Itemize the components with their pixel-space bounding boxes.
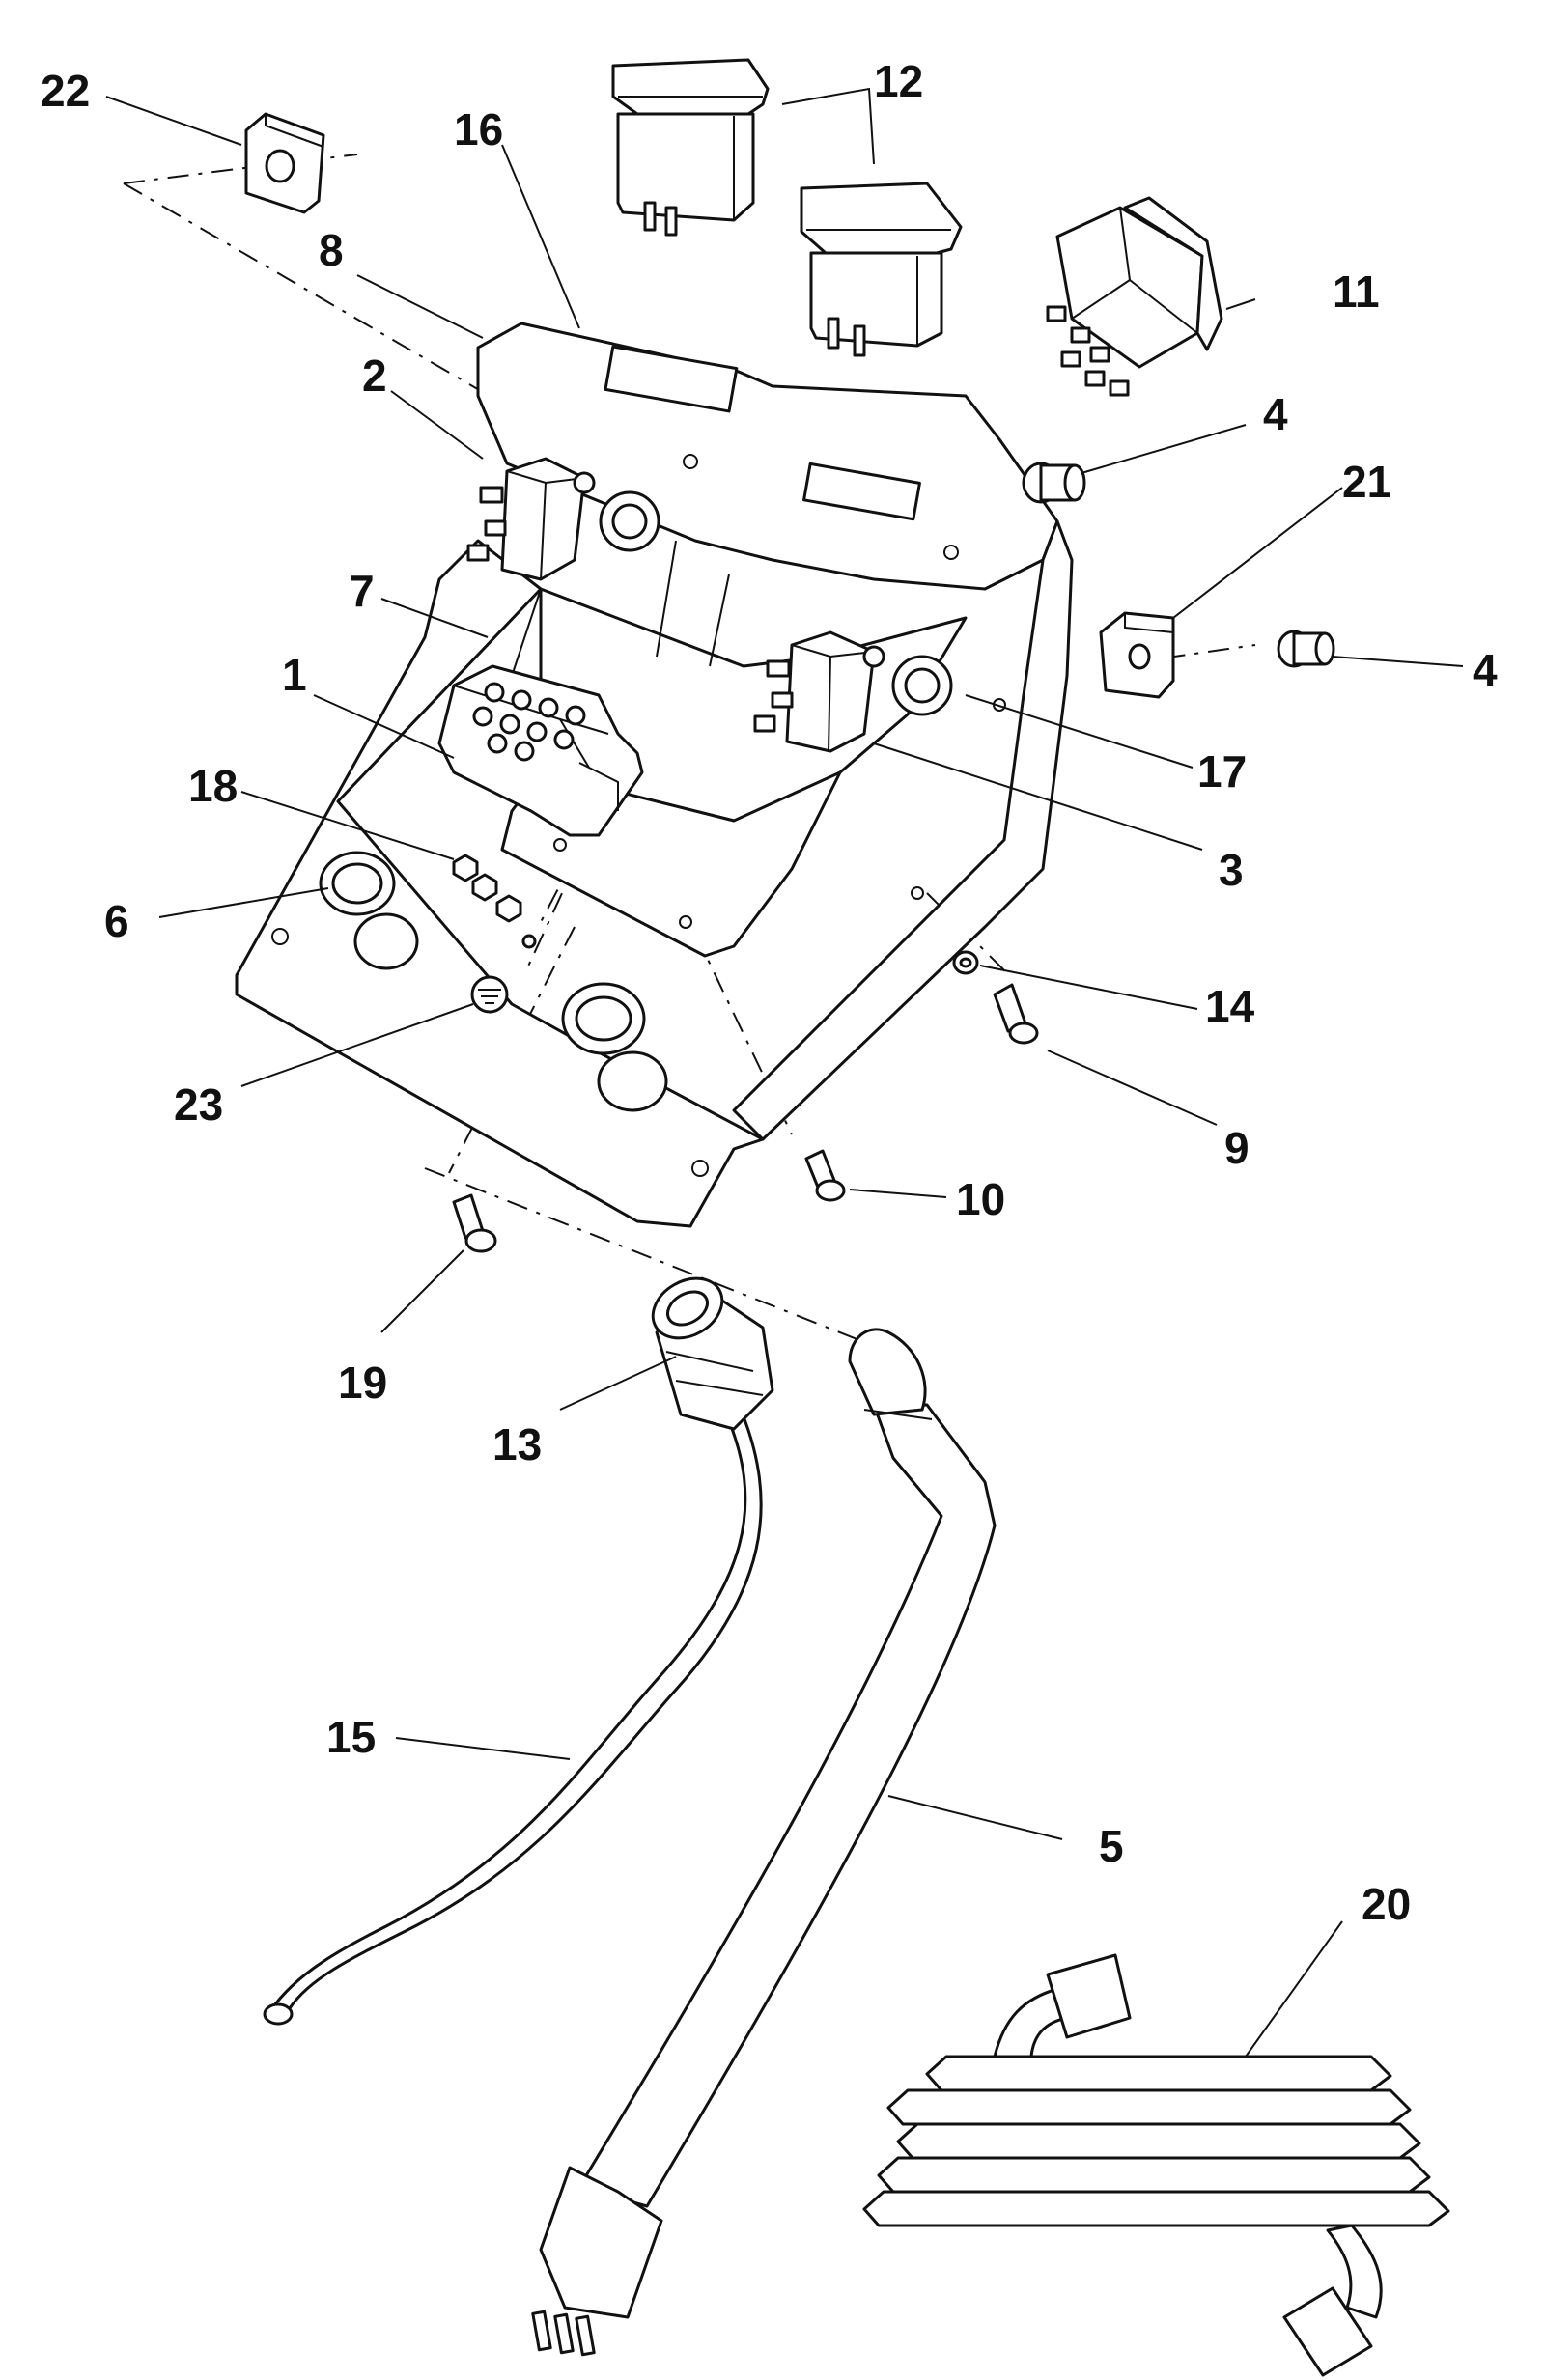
callout-18: 18 xyxy=(188,761,238,811)
callout-14: 14 xyxy=(1205,981,1255,1031)
callout-17: 17 xyxy=(1197,746,1247,797)
terminal-washer-left xyxy=(599,490,660,552)
callout-1: 1 xyxy=(282,650,307,700)
bushing-upper xyxy=(1022,462,1086,504)
callout-13: 13 xyxy=(492,1419,542,1470)
rocker-switch-side xyxy=(1046,196,1223,397)
callout-15: 15 xyxy=(326,1712,376,1762)
rocker-switch-lower xyxy=(800,182,963,357)
relay-left xyxy=(466,457,596,581)
bushing-right xyxy=(1277,630,1335,668)
clip-plate-21 xyxy=(1099,611,1175,699)
cable-15 xyxy=(263,1403,763,2026)
ground-label xyxy=(470,975,509,1014)
screw-9 xyxy=(993,983,1039,1045)
callout-2: 2 xyxy=(362,350,387,401)
callout-8: 8 xyxy=(319,225,344,275)
cable-5 xyxy=(531,1328,997,2357)
rocker-switch-upper xyxy=(611,58,770,237)
callout-7: 7 xyxy=(350,566,375,616)
callout-5: 5 xyxy=(1099,1821,1124,1871)
callout-20: 20 xyxy=(1362,1879,1411,1929)
callout-22: 22 xyxy=(41,66,90,116)
callout-9: 9 xyxy=(1224,1123,1250,1173)
terminal-washer-right xyxy=(891,655,953,716)
cable-gland-13 xyxy=(651,1276,774,1431)
callout-11: 11 xyxy=(1333,266,1380,317)
callout-21: 21 xyxy=(1342,457,1391,507)
callout-16: 16 xyxy=(454,104,503,154)
clip-plate-22 xyxy=(244,112,325,214)
callout-19: 19 xyxy=(338,1358,387,1408)
screw-19 xyxy=(452,1193,497,1253)
washer-14 xyxy=(952,950,979,975)
callout-10: 10 xyxy=(956,1174,1005,1224)
callout-12: 12 xyxy=(874,56,923,106)
screw-10 xyxy=(804,1149,846,1202)
callout-23: 23 xyxy=(174,1079,223,1130)
nuts xyxy=(452,854,537,949)
main-bracket xyxy=(235,322,1074,1228)
callout-3: 3 xyxy=(1219,845,1244,895)
leader-lines xyxy=(105,87,1464,2058)
coiled-cable-20 xyxy=(862,1953,1450,2377)
callout-4-right: 4 xyxy=(1473,645,1498,695)
grommet-right xyxy=(561,982,668,1112)
callout-4-upper: 4 xyxy=(1263,389,1288,439)
relay-right xyxy=(753,630,885,753)
callout-labels: 22 16 12 8 11 2 4 21 7 4 1 17 18 3 6 14 … xyxy=(41,56,1498,1929)
connector-block xyxy=(437,664,644,837)
callout-6: 6 xyxy=(104,896,129,946)
grommet-left xyxy=(319,851,419,970)
